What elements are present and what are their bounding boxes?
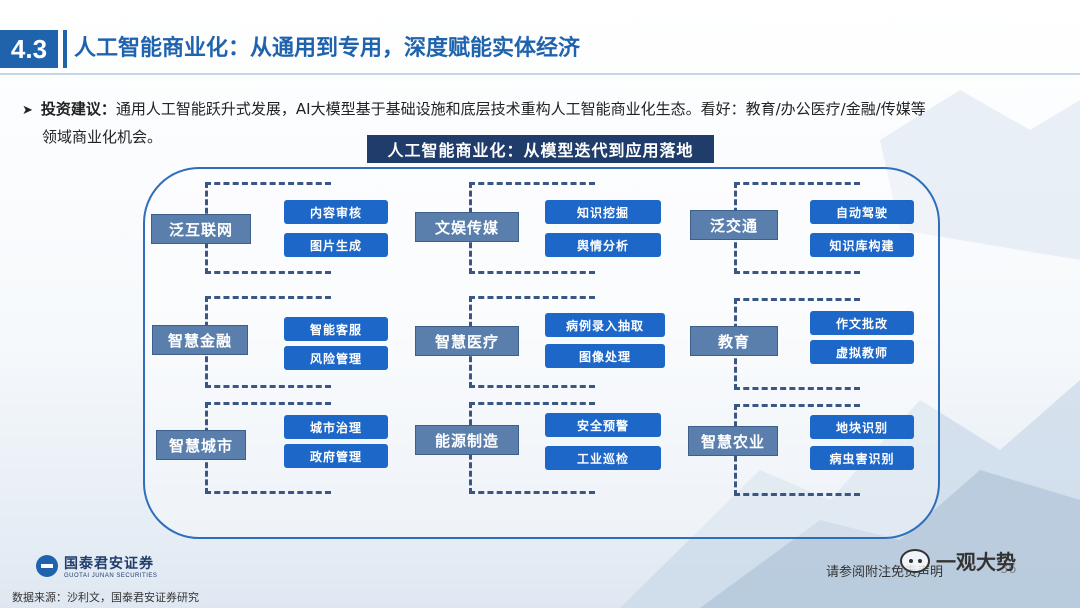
category-box: 泛互联网 bbox=[151, 214, 251, 244]
bullet-text-line2: 领域商业化机会。 bbox=[42, 128, 163, 146]
section-number: 4.3 bbox=[0, 30, 58, 68]
application-tag: 图像处理 bbox=[545, 344, 665, 368]
application-tag: 风险管理 bbox=[284, 346, 388, 370]
application-tag: 工业巡检 bbox=[545, 446, 661, 470]
category-box: 教育 bbox=[690, 326, 778, 356]
application-tag: 病例录入抽取 bbox=[545, 313, 665, 337]
application-tag: 图片生成 bbox=[284, 233, 388, 257]
logo-icon bbox=[36, 555, 58, 577]
application-tag: 虚拟教师 bbox=[810, 340, 914, 364]
application-tag: 病虫害识别 bbox=[810, 446, 914, 470]
application-tag: 地块识别 bbox=[810, 415, 914, 439]
application-tag: 作文批改 bbox=[810, 311, 914, 335]
application-tag: 舆情分析 bbox=[545, 233, 661, 257]
category-box: 智慧金融 bbox=[152, 325, 248, 355]
application-tag: 自动驾驶 bbox=[810, 200, 914, 224]
bullet-label: 投资建议： bbox=[40, 100, 116, 118]
category-box: 智慧农业 bbox=[688, 426, 778, 456]
wechat-icon bbox=[900, 548, 930, 573]
category-box: 泛交通 bbox=[690, 210, 778, 240]
application-tag: 安全预警 bbox=[545, 413, 661, 437]
page-title: 人工智能商业化：从通用到专用，深度赋能实体经济 bbox=[74, 36, 581, 61]
application-tag: 政府管理 bbox=[284, 444, 388, 468]
data-source: 数据来源：沙利文，国泰君安证券研究 bbox=[12, 591, 199, 604]
category-box: 文娱传媒 bbox=[415, 212, 519, 242]
company-logo: 国泰君安证券 GUOTAI JUNAN SECURITIES bbox=[36, 553, 157, 579]
diagram-frame bbox=[143, 167, 940, 539]
bullet-text-line1: 通用人工智能跃升式发展，AI大模型基于基础设施和底层技术重构人工智能商业化生态。… bbox=[115, 100, 926, 118]
watermark: 一观大势 bbox=[900, 546, 1016, 575]
application-tag: 城市治理 bbox=[284, 415, 388, 439]
category-box: 智慧医疗 bbox=[415, 326, 519, 356]
logo-cn-text: 国泰君安证券 bbox=[64, 556, 154, 572]
application-tag: 知识挖掘 bbox=[545, 200, 661, 224]
logo-en-text: GUOTAI JUNAN SECURITIES bbox=[64, 573, 158, 579]
category-box: 能源制造 bbox=[415, 425, 519, 455]
application-tag: 内容审核 bbox=[284, 200, 388, 224]
application-tag: 知识库构建 bbox=[810, 233, 914, 257]
header-divider bbox=[63, 30, 67, 68]
watermark-text: 一观大势 bbox=[936, 550, 1016, 574]
category-box: 智慧城市 bbox=[156, 430, 246, 460]
investment-advice-bullet: ➤ 投资建议：通用人工智能跃升式发展，AI大模型基于基础设施和底层技术重构人工智能… bbox=[22, 95, 1062, 125]
application-tag: 智能客服 bbox=[284, 317, 388, 341]
diagram-banner: 人工智能商业化：从模型迭代到应用落地 bbox=[367, 135, 714, 163]
bullet-arrow-icon: ➤ bbox=[22, 103, 33, 118]
page-number: 36 bbox=[1000, 562, 1017, 577]
header-rule bbox=[0, 73, 1080, 75]
